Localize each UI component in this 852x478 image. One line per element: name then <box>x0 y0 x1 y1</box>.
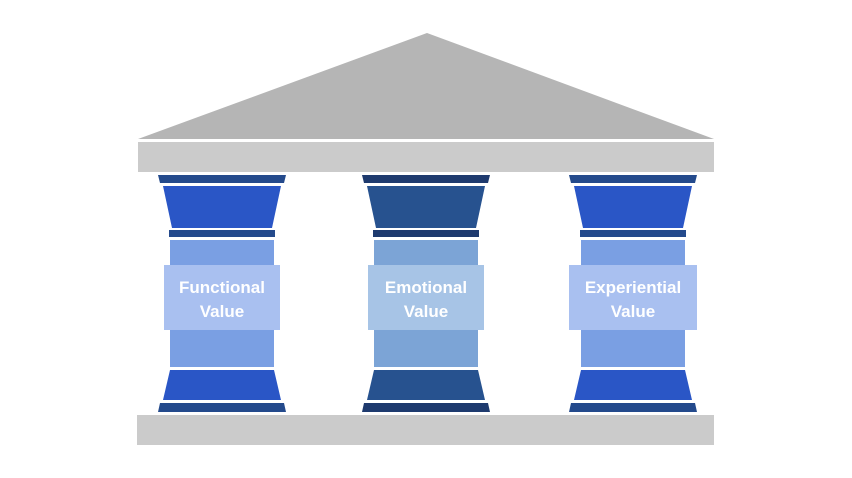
pillar-label-box <box>368 265 484 330</box>
pillar-top-neck <box>373 230 479 237</box>
pillar-bottom-band <box>158 403 286 412</box>
pillar-label-line1: Functional <box>179 278 265 297</box>
roof <box>138 33 714 139</box>
pillar-top-neck <box>169 230 275 237</box>
pillar-label-line1: Experiential <box>585 278 681 297</box>
pillars: FunctionalValueEmotionalValueExperientia… <box>158 175 697 412</box>
pillar-bottom-capital <box>367 370 485 400</box>
pillar-top-capital <box>163 186 281 228</box>
pillar-bottom-capital <box>163 370 281 400</box>
pillar-top-capital <box>367 186 485 228</box>
pillar-label-box <box>164 265 280 330</box>
pillar-top-band <box>362 175 490 183</box>
pillar-label-line2: Value <box>200 302 244 321</box>
pillar-label-box <box>569 265 697 330</box>
pillar-top-capital <box>574 186 692 228</box>
pillar-bottom-band <box>569 403 697 412</box>
pillar-top-band <box>569 175 697 183</box>
pillar-top-band <box>158 175 286 183</box>
base-slab <box>137 415 714 445</box>
pillar-top-neck <box>580 230 686 237</box>
pillar-label-line2: Value <box>611 302 655 321</box>
pillar-bottom-band <box>362 403 490 412</box>
pillar-bottom-capital <box>574 370 692 400</box>
entablature-beam <box>138 142 714 172</box>
pillar-label-line2: Value <box>404 302 448 321</box>
pillar-label-line1: Emotional <box>385 278 467 297</box>
